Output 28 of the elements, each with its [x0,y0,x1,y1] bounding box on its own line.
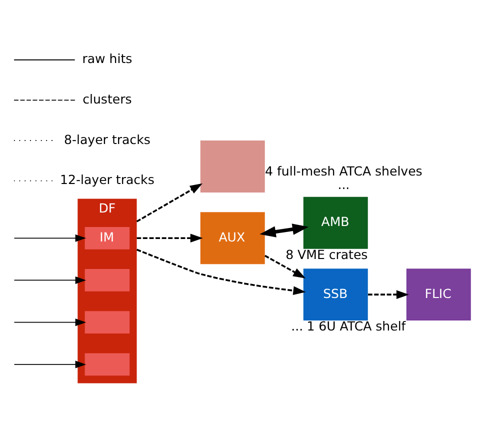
node-label: ... [291,318,304,334]
legend-label: clusters [82,92,132,107]
arrow [136,248,306,295]
node-box [200,140,265,192]
node-label: 4 full-mesh ATCA shelves [265,164,422,179]
node-box [84,269,130,292]
arrow [260,224,309,238]
legend-label: 8-layer tracks [64,132,150,147]
arrow [14,360,86,368]
node-box: SSB [303,268,368,321]
legend-label: raw hits [82,51,132,66]
arrow [136,234,203,243]
arrow [368,290,409,299]
node-box: IM [84,226,130,250]
arrow [136,183,203,222]
arrow [264,254,306,278]
arrow [14,276,86,284]
arrow [14,234,86,242]
node-box [84,311,130,334]
node-box: AUX [200,212,265,264]
node-box [84,353,130,376]
arrow [14,318,86,326]
node-label: 8 VME crates [286,246,368,262]
node-label: ... [338,177,350,192]
legend-label: 12-layer tracks [60,172,154,188]
node-box: AMB [303,196,368,249]
node-label: 1 6U ATCA shelf [306,318,406,334]
node-box: FLIC [406,268,471,321]
